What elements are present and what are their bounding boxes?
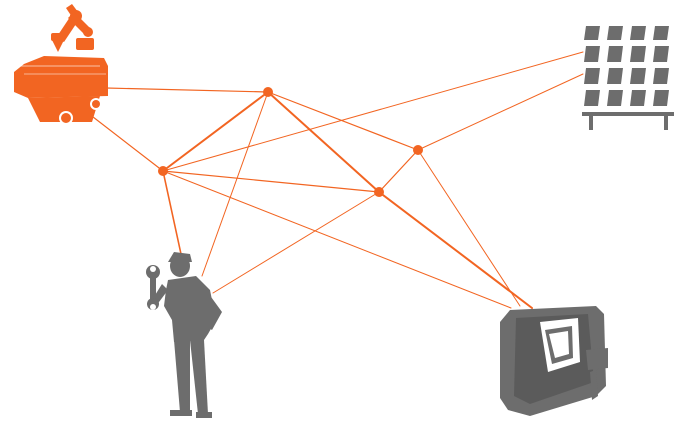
network-node [158,166,168,176]
network-node [263,87,273,97]
link [84,110,163,171]
cnc-machine-icon [500,306,608,416]
link [379,150,418,192]
network-node [413,145,423,155]
link [213,192,379,293]
link [106,88,268,92]
link [268,92,379,192]
technician-with-wrench-icon [146,252,222,418]
link [163,171,379,192]
link [418,74,583,150]
mobile-robot-icon [14,4,108,125]
link [379,192,532,308]
link [418,150,520,306]
network-nodes [158,87,423,197]
network-node [374,187,384,197]
link [163,171,181,254]
link [268,92,418,150]
solar-panel-array-icon [582,26,674,130]
link [202,92,268,276]
link [163,92,268,171]
link [163,52,583,171]
